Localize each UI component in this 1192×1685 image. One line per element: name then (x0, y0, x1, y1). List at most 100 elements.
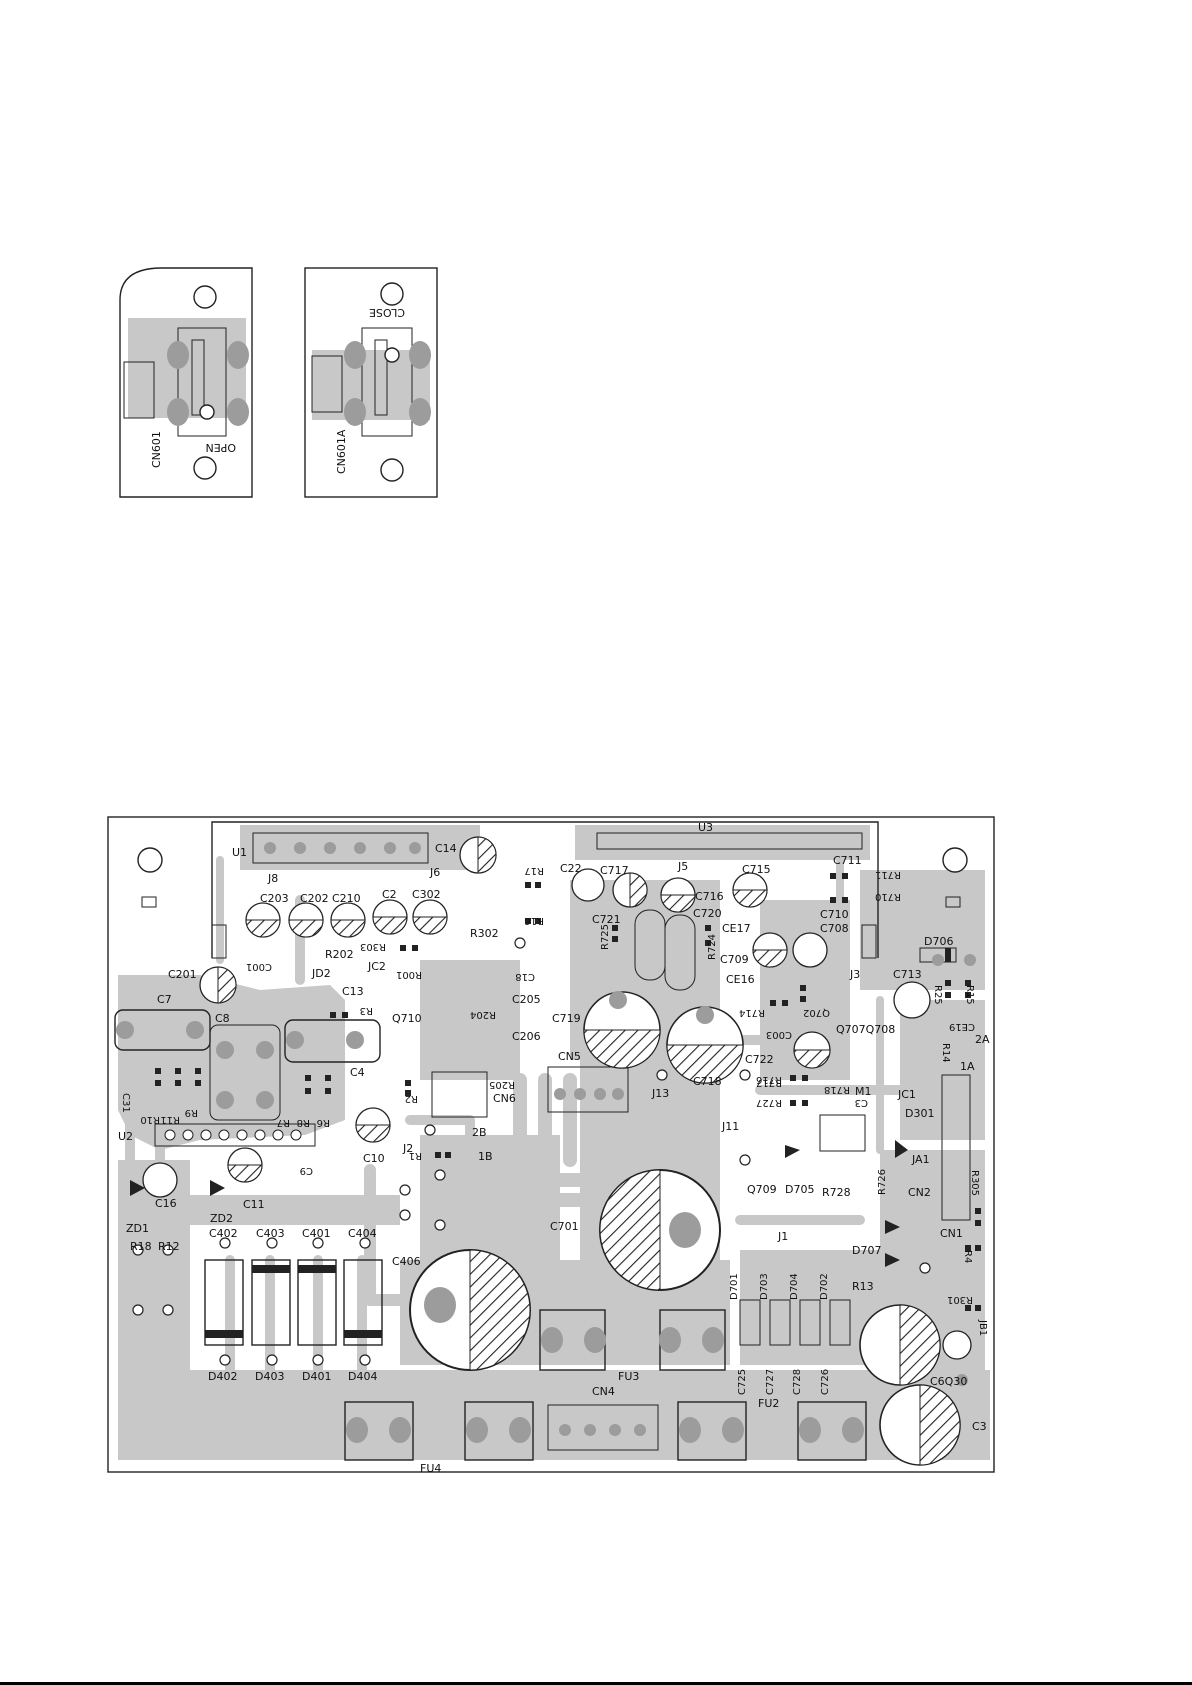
component-label: CN6 (493, 1092, 516, 1105)
component-label: U1 (232, 846, 247, 859)
component-label: D701 (729, 1273, 740, 1300)
component-label: JC2 (367, 960, 386, 973)
small-capacitors (142, 836, 972, 1360)
component-label: JD2 (311, 967, 331, 980)
component-label: C708 (820, 922, 849, 935)
component-label: R204 (470, 1009, 496, 1020)
component-label: R18 (130, 1240, 152, 1253)
component-label: C001 (246, 961, 272, 972)
component-label: C14 (435, 842, 457, 855)
component-label: 2A (975, 1033, 990, 1046)
component-label: R302 (470, 927, 499, 940)
component-label: R725 (600, 924, 611, 950)
component-label: C003 (766, 1029, 792, 1040)
component-label: C401 (302, 1227, 331, 1240)
component-labels: U3 U1 J8 J6 C14 C22 C717 J5 C715 C711 R7… (118, 821, 990, 1475)
cn601a-label: CN601A (335, 429, 348, 474)
component-label: R1 (409, 1150, 422, 1161)
component-label: C4 (350, 1066, 365, 1079)
component-label: U2 (118, 1130, 133, 1143)
component-label: C725 (737, 1369, 748, 1395)
component-label: CN1 (940, 1227, 963, 1240)
component-label: Q710 (392, 1012, 422, 1025)
component-label: R303 (360, 941, 386, 952)
component-label: FU2 (758, 1397, 779, 1410)
component-label: Q707Q708 (836, 1023, 895, 1036)
component-label: C727 (765, 1369, 776, 1395)
component-label: R202 (325, 948, 354, 961)
large-capacitors (409, 991, 961, 1466)
component-label: C203 (260, 892, 289, 905)
component-label: C701 (550, 1220, 579, 1233)
component-label: R717 (756, 1077, 782, 1088)
component-label: J2 (402, 1142, 413, 1155)
component-label: R6 (317, 1117, 330, 1128)
component-label: R001 (396, 969, 422, 980)
small-board-close: CN601A CLOSE (304, 267, 438, 498)
component-label: M1 (855, 1085, 872, 1098)
component-label: ZD2 (210, 1212, 233, 1225)
component-label: JA1 (911, 1153, 930, 1166)
through-hole-pads (116, 937, 976, 1386)
component-label: D301 (905, 1107, 934, 1120)
open-label: OPEN (206, 441, 236, 454)
component-label: R9 (185, 1107, 198, 1118)
component-label: R4 (962, 1250, 973, 1263)
component-label: C302 (412, 888, 441, 901)
component-label: D404 (348, 1370, 377, 1383)
component-label: C18 (515, 971, 535, 982)
component-label: R11 (160, 1114, 180, 1125)
component-label: C11 (243, 1198, 265, 1211)
component-label: J1 (777, 1230, 788, 1243)
component-label: C717 (600, 864, 629, 877)
component-label: R726 (877, 1169, 888, 1195)
component-label: 2B (472, 1126, 487, 1139)
cn601-label: CN601 (150, 431, 163, 468)
component-label: C403 (256, 1227, 285, 1240)
component-label: CN4 (592, 1385, 615, 1398)
component-label: R714 (739, 1007, 765, 1018)
component-label: C2 (382, 888, 397, 901)
component-label: C202 (300, 892, 329, 905)
component-label: C709 (720, 953, 749, 966)
component-label: FU4 (420, 1462, 441, 1475)
component-label: D401 (302, 1370, 331, 1383)
component-label: R7 (277, 1117, 290, 1128)
component-label: C710 (820, 908, 849, 921)
component-label: R728 (822, 1186, 851, 1199)
component-label: C9 (300, 1165, 313, 1176)
component-label: R12 (158, 1240, 180, 1253)
component-label: C722 (745, 1053, 774, 1066)
component-label: R17 (524, 865, 544, 876)
component-label: C13 (342, 985, 364, 998)
small-board-open: CN601 OPEN (119, 267, 253, 498)
component-label: R2 (405, 1093, 418, 1104)
film-capacitors (114, 909, 696, 1346)
component-label: R727 (756, 1097, 782, 1108)
component-label: JC1 (897, 1088, 916, 1101)
component-label: R301 (947, 1294, 973, 1305)
component-label: D703 (759, 1273, 770, 1300)
component-label: R710 (875, 891, 901, 902)
component-label: C31 (120, 1093, 131, 1113)
component-label: D402 (208, 1370, 237, 1383)
component-label: CN5 (558, 1050, 581, 1063)
component-label: R15 (964, 985, 975, 1005)
component-label: R711 (875, 869, 901, 880)
component-label: 1A (960, 1060, 975, 1073)
component-label: Q702 (803, 1007, 830, 1018)
component-label: R305 (969, 1170, 980, 1196)
component-label: R16 (524, 915, 544, 926)
component-label: CE16 (726, 973, 755, 986)
component-label: Q709 (747, 1183, 777, 1196)
component-label: J8 (267, 872, 278, 885)
component-label: C201 (168, 968, 197, 981)
component-label: CN2 (908, 1186, 931, 1199)
component-label: R13 (852, 1280, 874, 1293)
component-label: C721 (592, 913, 621, 926)
component-label: C718 (693, 1075, 722, 1088)
diodes (130, 947, 957, 1346)
component-label: C711 (833, 854, 862, 867)
